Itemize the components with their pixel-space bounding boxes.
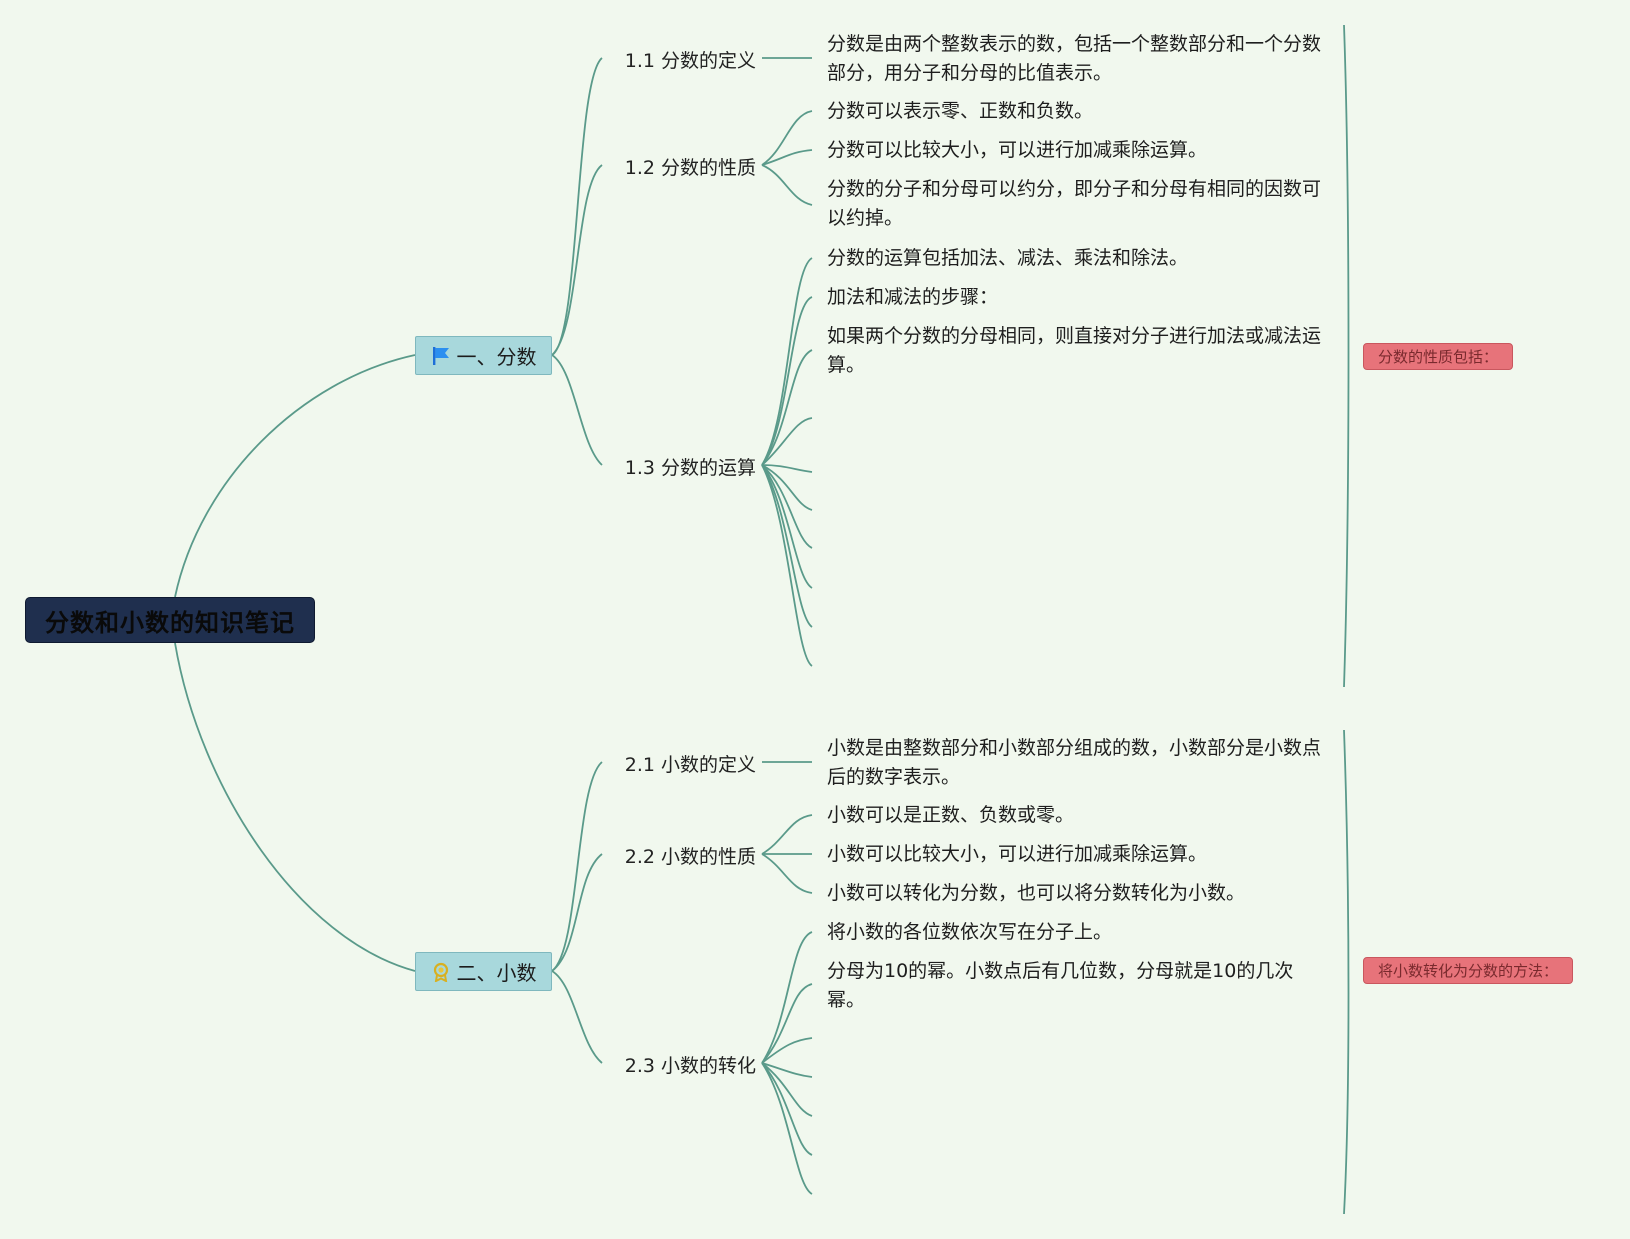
- link-branch2-sub2: [551, 853, 603, 972]
- root-title: 分数和小数的知识笔记: [45, 608, 295, 637]
- link-sub23-leaf-3: [761, 1037, 813, 1064]
- leaf-text: 如果两个分数的分母相同，则直接对分子进行加法或减法运算。: [827, 325, 1322, 376]
- link-root-branch-2: [174, 642, 416, 972]
- link-sub13-leaf-9: [761, 464, 813, 628]
- link-sub23-leaf-2: [761, 983, 813, 1064]
- link-branch2-sub1: [551, 761, 603, 972]
- leaf-text: 加法和减法的步骤：: [827, 286, 999, 308]
- leaf-1-2-1[interactable]: 分数可以表示零、正数和负数。: [827, 97, 1327, 126]
- root-topic[interactable]: 分数和小数的知识笔记: [25, 597, 315, 643]
- leaf-text: 分数可以比较大小，可以进行加减乘除运算。: [827, 139, 1208, 161]
- subtopic-2-1[interactable]: 2.1 小数的定义: [586, 748, 756, 778]
- leaf-2-1-1[interactable]: 小数是由整数部分和小数部分组成的数，小数部分是小数点后的数字表示。: [827, 734, 1327, 792]
- subtopic-label: 2.3 小数的转化: [624, 1054, 756, 1077]
- subtopic-1-2[interactable]: 1.2 分数的性质: [586, 151, 756, 181]
- leaf-text: 小数可以是正数、负数或零。: [827, 804, 1075, 826]
- leaf-1-3-2[interactable]: 加法和减法的步骤：: [827, 283, 1327, 312]
- link-sub13-leaf-1: [761, 257, 813, 466]
- link-sub13-leaf-3: [761, 349, 813, 466]
- link-sub13-leaf-7: [761, 464, 813, 549]
- link-sub23-leaf-5: [761, 1062, 813, 1117]
- subtopic-label: 1.3 分数的运算: [624, 456, 756, 479]
- leaf-text: 小数可以转化为分数，也可以将分数转化为小数。: [827, 882, 1246, 904]
- summary-brace-2: [1343, 729, 1350, 1215]
- link-sub22-leaf-1: [761, 814, 813, 855]
- link-branch1-sub2: [551, 164, 603, 356]
- link-sub13-leaf-6: [761, 464, 813, 511]
- leaf-text: 小数是由整数部分和小数部分组成的数，小数部分是小数点后的数字表示。: [827, 737, 1322, 788]
- blue-flag-icon: [432, 346, 449, 365]
- leaf-text: 小数可以比较大小，可以进行加减乘除运算。: [827, 843, 1208, 865]
- link-branch2-sub3: [551, 970, 603, 1064]
- branch-fractions[interactable]: 一、分数: [415, 336, 552, 375]
- link-branch1-sub1: [551, 57, 603, 356]
- leaf-1-3-1[interactable]: 分数的运算包括加法、减法、乘法和除法。: [827, 244, 1327, 273]
- subtopic-2-2[interactable]: 2.2 小数的性质: [586, 840, 756, 870]
- link-root-branch-1: [174, 354, 416, 598]
- leaf-text: 分数的运算包括加法、减法、乘法和除法。: [827, 247, 1189, 269]
- branch-label: 一、分数: [456, 345, 537, 369]
- summary-label: 分数的性质包括：: [1378, 348, 1499, 366]
- link-sub13-leaf-5: [761, 464, 813, 473]
- summary-brace-1: [1343, 24, 1350, 688]
- leaf-2-2-3[interactable]: 小数可以转化为分数，也可以将分数转化为小数。: [827, 879, 1327, 908]
- leaf-text: 分数是由两个整数表示的数，包括一个整数部分和一个分数部分，用分子和分母的比值表示…: [827, 33, 1322, 84]
- leaf-2-3-1[interactable]: 将小数的各位数依次写在分子上。: [827, 918, 1327, 947]
- link-sub23-leaf-6: [761, 1062, 813, 1156]
- link-sub12-leaf-3: [761, 164, 813, 206]
- subtopic-label: 1.2 分数的性质: [624, 156, 756, 179]
- leaf-2-2-2[interactable]: 小数可以比较大小，可以进行加减乘除运算。: [827, 840, 1327, 869]
- leaf-text: 分母为10的幂。小数点后有几位数，分母就是10的几次幂。: [827, 960, 1294, 1011]
- link-sub13-leaf-8: [761, 464, 813, 589]
- link-sub13-leaf-10: [761, 464, 813, 667]
- leaf-1-2-3[interactable]: 分数的分子和分母可以约分，即分子和分母有相同的因数可以约掉。: [827, 175, 1327, 233]
- leaf-1-1-1[interactable]: 分数是由两个整数表示的数，包括一个整数部分和一个分数部分，用分子和分母的比值表示…: [827, 30, 1327, 88]
- gold-badge-icon: [433, 962, 448, 982]
- summary-decimals[interactable]: 将小数转化为分数的方法：: [1363, 957, 1574, 984]
- link-sub23-leaf-1: [761, 931, 813, 1064]
- branch-decimals[interactable]: 二、小数: [415, 952, 552, 991]
- leaf-text: 分数可以表示零、正数和负数。: [827, 100, 1094, 122]
- leaf-1-2-2[interactable]: 分数可以比较大小，可以进行加减乘除运算。: [827, 136, 1327, 165]
- link-sub23-leaf-4: [761, 1062, 813, 1078]
- subtopic-2-3[interactable]: 2.3 小数的转化: [586, 1049, 756, 1079]
- summary-fractions[interactable]: 分数的性质包括：: [1363, 343, 1514, 370]
- leaf-2-2-1[interactable]: 小数可以是正数、负数或零。: [827, 801, 1327, 830]
- leaf-text: 分数的分子和分母可以约分，即分子和分母有相同的因数可以约掉。: [827, 178, 1322, 229]
- link-sub12-leaf-1: [761, 110, 813, 166]
- leaf-2-3-2[interactable]: 分母为10的幂。小数点后有几位数，分母就是10的几次幂。: [827, 957, 1307, 1015]
- subtopic-label: 2.2 小数的性质: [624, 845, 756, 868]
- link-sub13-leaf-4: [761, 417, 813, 466]
- link-sub23-leaf-7: [761, 1062, 813, 1195]
- subtopic-1-1[interactable]: 1.1 分数的定义: [586, 44, 756, 74]
- subtopic-1-3[interactable]: 1.3 分数的运算: [586, 451, 756, 481]
- link-sub22-leaf-3: [761, 853, 813, 894]
- link-branch1-sub3: [551, 354, 603, 466]
- subtopic-label: 2.1 小数的定义: [624, 753, 756, 776]
- subtopic-label: 1.1 分数的定义: [624, 49, 756, 72]
- leaf-text: 将小数的各位数依次写在分子上。: [827, 921, 1113, 943]
- link-sub13-leaf-2: [761, 296, 813, 466]
- leaf-1-3-3[interactable]: 如果两个分数的分母相同，则直接对分子进行加法或减法运算。: [827, 322, 1327, 380]
- branch-label: 二、小数: [456, 961, 537, 985]
- link-sub12-leaf-2: [761, 149, 813, 166]
- summary-label: 将小数转化为分数的方法：: [1378, 962, 1559, 980]
